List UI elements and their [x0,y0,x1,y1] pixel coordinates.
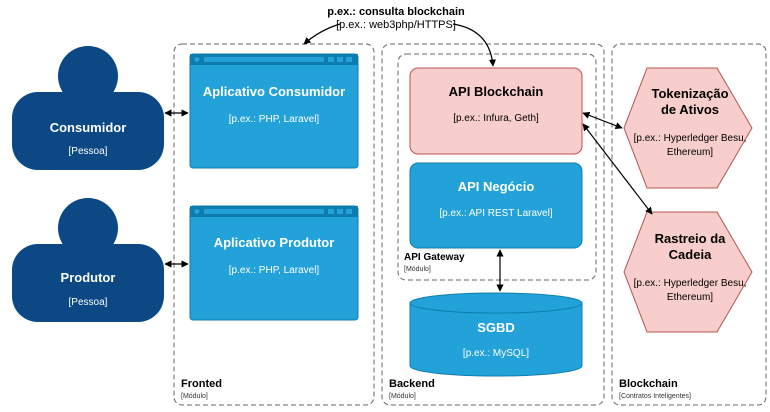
app-tech: [p.ex.: PHP, Laravel] [229,114,320,125]
arrow-api-tokenizacao [582,111,623,130]
boundary-backend: Backend [Módulo] [381,43,605,406]
person-name: Consumidor [50,120,127,135]
app-produtor: Aplicativo Produtor [p.ex.: PHP, Laravel… [189,205,359,321]
person-type: [Pessoa] [69,297,108,308]
window-button-icon [328,57,334,62]
api-blockchain-tech: [p.ex.: Infura, Geth] [453,113,539,124]
person-head [58,198,118,258]
app-tech: [p.ex.: PHP, Laravel] [229,265,320,276]
api-negocio-name: API Negócio [458,179,535,194]
person-type: [Pessoa] [69,146,108,157]
window-button-icon [346,57,352,62]
boundary-blockchain-type: [Contratos Inteligentes] [619,393,691,400]
app-name: Aplicativo Consumidor [203,84,345,99]
contract-rastreio: Rastreio da Cadeia [p.ex.: Hyperledger B… [623,211,753,333]
contract-tokenizacao: Tokenização de Ativos [p.ex.: Hyperledge… [623,67,753,189]
api-gateway-name: API Gateway [404,252,465,263]
boundary-backend-type: [Módulo] [389,393,416,400]
api-blockchain-name: API Blockchain [449,84,544,99]
person-body [12,244,164,322]
api-gateway-type: [Módulo] [404,266,431,273]
boundary-backend-name: Backend [389,378,435,390]
boundary-blockchain: Blockchain [Contratos Inteligentes] [611,43,767,406]
database-top [409,292,583,314]
boundary-fronted: Fronted [Módulo] [173,43,375,406]
app-consumidor: Aplicativo Consumidor [p.ex.: PHP, Larav… [189,53,359,169]
window-button-icon [346,209,352,214]
arrow-top-to-fronted [303,23,341,45]
contract-tech-line2: Ethereum] [667,147,713,158]
connectors [164,23,653,292]
boundary-fronted-name: Fronted [181,378,222,390]
person-head [58,46,118,106]
window-button-icon [337,209,343,214]
boundary-blockchain-name: Blockchain [619,378,678,390]
contract-name-line1: Tokenização [651,86,728,101]
person-name: Produtor [61,270,116,285]
app-name: Aplicativo Produtor [214,235,335,250]
contract-name-line2: Cadeia [669,247,712,262]
contract-name-line2: de Ativos [661,102,719,117]
top-label-tech: [p.ex.: web3php/HTTPS] [336,19,456,31]
api-negocio-tech: [p.ex.: API REST Laravel] [439,208,552,219]
sgbd-tech: [p.ex.: MySQL] [463,348,529,359]
person-produtor: Produtor [Pessoa] [12,198,164,322]
contract-tech-line1: [p.ex.: Hyperledger Besu, [634,133,747,144]
api-negocio: API Negócio [p.ex.: API REST Laravel] [409,162,583,249]
top-relationship-label: p.ex.: consulta blockchain [p.ex.: web3p… [327,6,465,31]
window-address-bar [204,57,324,62]
arrow-api-rastreio [582,123,653,215]
contract-tech-line1: [p.ex.: Hyperledger Besu, [634,278,747,289]
database-sgbd: SGBD [p.ex.: MySQL] [409,292,583,377]
window-button-icon [328,209,334,214]
contract-name-line1: Rastreio da [655,231,727,246]
api-blockchain: API Blockchain [p.ex.: Infura, Geth] [409,67,583,155]
window-address-bar [204,209,324,214]
top-label-title: p.ex.: consulta blockchain [327,6,465,18]
person-consumidor: Consumidor [Pessoa] [12,46,164,170]
window-button-icon [337,57,343,62]
sgbd-name: SGBD [477,320,515,335]
window-dot-icon [194,209,200,214]
boundary-fronted-type: [Módulo] [181,393,208,400]
person-body [12,92,164,170]
arrow-top-to-api-blockchain [452,23,497,67]
contract-tech-line2: Ethereum] [667,292,713,303]
window-dot-icon [194,57,200,62]
